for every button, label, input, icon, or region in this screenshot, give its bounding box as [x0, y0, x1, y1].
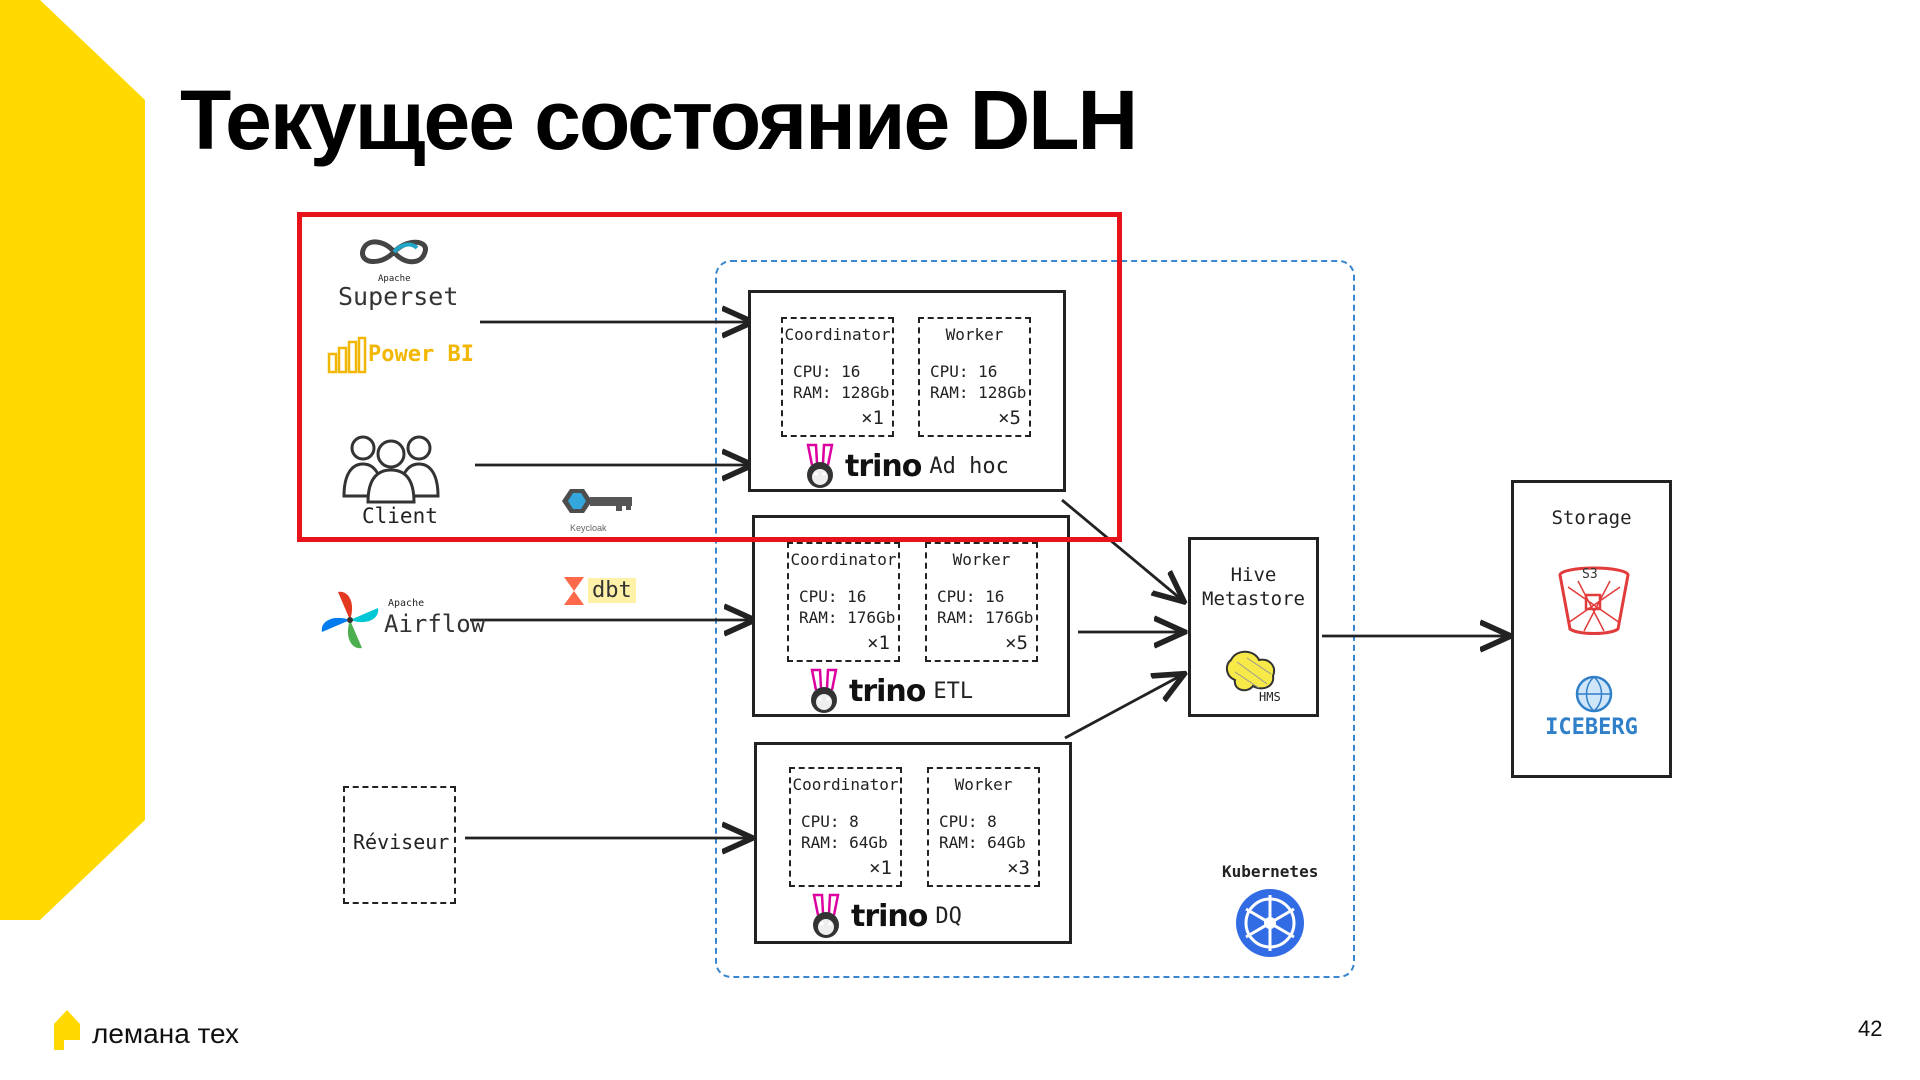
dbt-icon	[564, 577, 584, 605]
page-title: Текущее состояние DLH	[180, 73, 1138, 167]
metastore-label: Metastore	[1202, 588, 1305, 610]
superset-logo-icon	[360, 239, 428, 265]
superset-small-label: Apache	[378, 274, 411, 284]
trino-word: trino	[851, 898, 928, 934]
trino-bunny-icon	[810, 668, 838, 713]
worker-cpu: CPU: 16	[937, 587, 1005, 606]
coordinator-label: Coordinator	[790, 550, 897, 569]
trino-brand: trino ETL	[807, 668, 973, 714]
kubernetes-helm-icon	[1236, 889, 1304, 957]
coordinator-ram: RAM: 64Gb	[801, 833, 888, 852]
coordinator-cpu: CPU: 16	[793, 362, 861, 381]
reviseur-label: Réviseur	[353, 830, 450, 854]
brand-yellow-shape	[0, 0, 145, 920]
airflow-pinwheel-icon	[321, 591, 379, 649]
worker-ram: RAM: 128Gb	[930, 383, 1027, 402]
coordinator-count: ×1	[869, 857, 892, 879]
airflow-small-label: Apache	[388, 598, 425, 609]
trino-adhoc-cluster: Coordinator CPU: 16 RAM: 128Gb ×1 Worker…	[748, 290, 1066, 492]
coordinator-box: Coordinator CPU: 16 RAM: 176Gb ×1	[787, 542, 900, 662]
worker-ram: RAM: 176Gb	[937, 608, 1034, 627]
coordinator-count: ×1	[861, 407, 884, 429]
worker-count: ×5	[998, 407, 1021, 429]
worker-label: Worker	[954, 775, 1013, 794]
storage-title: Storage	[1551, 507, 1632, 529]
trino-brand: trino Ad hoc	[803, 443, 1009, 489]
worker-box: Worker CPU: 16 RAM: 176Gb ×5	[925, 542, 1038, 662]
iceberg-globe-icon	[1575, 675, 1613, 713]
coordinator-box: Coordinator CPU: 16 RAM: 128Gb ×1	[781, 317, 894, 437]
powerbi-label: Power BI	[368, 342, 474, 367]
coordinator-label: Coordinator	[792, 775, 899, 794]
keycloak-key-icon	[562, 489, 632, 513]
trino-etl-cluster: Coordinator CPU: 16 RAM: 176Gb ×1 Worker…	[752, 515, 1070, 717]
coordinator-cpu: CPU: 8	[801, 812, 859, 831]
kubernetes-label: Kubernetes	[1222, 862, 1319, 881]
worker-cpu: CPU: 16	[930, 362, 998, 381]
superset-label: Superset	[338, 282, 459, 311]
arrow-adhoc-to-hive	[1061, 498, 1182, 600]
trino-bunny-icon	[812, 893, 840, 938]
worker-count: ×5	[1005, 632, 1028, 654]
iceberg-label: ICEBERG	[1545, 715, 1638, 740]
arrow-dq-to-hive	[1064, 675, 1182, 740]
hive-label: Hive	[1230, 564, 1277, 586]
s3-label: S3	[1582, 567, 1598, 582]
worker-cpu: CPU: 8	[939, 812, 997, 831]
cluster-name: DQ	[935, 903, 962, 929]
cluster-name: ETL	[933, 678, 974, 704]
client-users-icon	[342, 435, 440, 504]
hive-bee-icon	[1225, 650, 1275, 692]
worker-label: Worker	[952, 550, 1011, 569]
coordinator-box: Coordinator CPU: 8 RAM: 64Gb ×1	[789, 767, 902, 887]
hms-label: HMS	[1259, 690, 1281, 704]
coordinator-ram: RAM: 128Gb	[793, 383, 890, 402]
airflow-label: Airflow	[384, 610, 486, 638]
reviseur-box: Réviseur	[343, 786, 456, 904]
brand-logo-icon	[54, 1010, 80, 1050]
trino-word: trino	[849, 673, 926, 709]
storage-box: Storage S3 ICEBERG	[1511, 480, 1672, 778]
dbt-label: dbt	[588, 578, 636, 603]
s3-bucket-icon	[1558, 566, 1630, 635]
worker-box: Worker CPU: 16 RAM: 128Gb ×5	[918, 317, 1031, 437]
cluster-name: Ad hoc	[929, 453, 1009, 479]
powerbi-icon	[327, 336, 367, 374]
keycloak-label: Keycloak	[570, 523, 607, 533]
coordinator-ram: RAM: 176Gb	[799, 608, 896, 627]
highlight-rectangle	[297, 212, 1122, 542]
worker-count: ×3	[1007, 857, 1030, 879]
worker-ram: RAM: 64Gb	[939, 833, 1026, 852]
worker-box: Worker CPU: 8 RAM: 64Gb ×3	[927, 767, 1040, 887]
trino-word: trino	[845, 448, 922, 484]
page-number: 42	[1858, 1016, 1883, 1041]
worker-label: Worker	[945, 325, 1004, 344]
coordinator-label: Coordinator	[784, 325, 891, 344]
brand-name: лемана тех	[92, 1018, 240, 1049]
trino-bunny-icon	[806, 443, 834, 488]
coordinator-count: ×1	[867, 632, 890, 654]
client-label: Client	[362, 504, 438, 528]
trino-dq-cluster: Coordinator CPU: 8 RAM: 64Gb ×1 Worker C…	[754, 742, 1072, 944]
coordinator-cpu: CPU: 16	[799, 587, 867, 606]
hive-metastore-box: Hive Metastore HMS	[1188, 537, 1319, 717]
trino-brand: trino DQ	[809, 893, 962, 939]
